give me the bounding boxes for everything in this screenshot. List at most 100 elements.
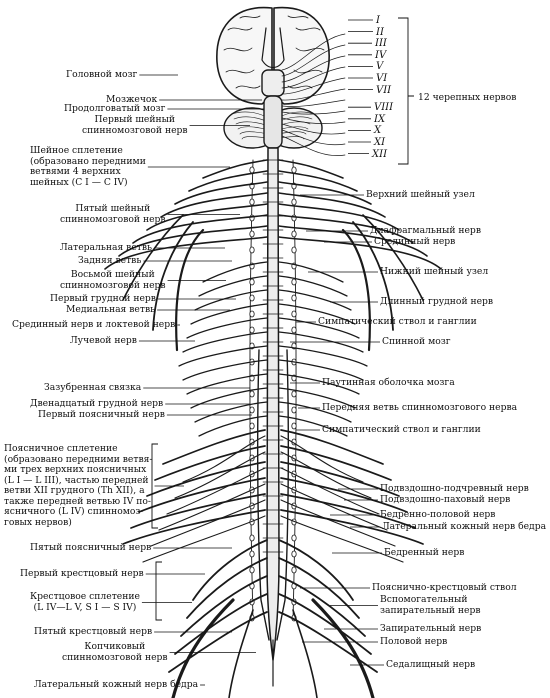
cranial-nerve-numeral: V [376, 61, 384, 73]
lumbar-branch-right [280, 451, 372, 499]
intercostal-nerve-left [186, 373, 268, 395]
cranial-nerve-numeral: III [375, 38, 387, 50]
sympathetic-ganglion [249, 198, 255, 206]
label-line: Восьмой шейный [70, 269, 155, 280]
cranial-bracket [398, 17, 414, 165]
lumbar-nerve-right [280, 477, 408, 513]
lumbar-nerve-left [154, 445, 266, 481]
lumbar-nerve-left [162, 429, 266, 465]
lumbar-branch-left [174, 451, 266, 499]
cervical-nerve-right [278, 203, 400, 231]
lumbar-branch-left [166, 467, 266, 515]
intercostal-nerve-right [278, 345, 368, 367]
sympathetic-ganglion [291, 166, 297, 174]
cranial-nerve-numeral: IV [375, 49, 387, 61]
label-denticulate: Зазубренная связка [44, 382, 142, 393]
sympathetic-ganglion [291, 390, 297, 398]
arm-nerve-right [362, 214, 424, 301]
femoral-branch-left [228, 609, 254, 698]
lumbar-branch-left [150, 499, 266, 547]
label-line: также передней ветвью IV по- [4, 495, 151, 507]
label-inferior-cervical-ganglion: Нижний шейный узел [380, 266, 489, 277]
lumbar-nerve-right [280, 461, 400, 497]
brain-gyrus [223, 47, 253, 52]
brain-gyrus [235, 85, 261, 89]
cervical-nerve-left [188, 170, 268, 192]
label-iliohypogastric: Подвздошно-подчревный нерв [380, 483, 529, 494]
label-line: (образовано передними [30, 155, 146, 167]
intercostal-nerve-right [278, 261, 344, 283]
label-median: Срединный нерв [374, 236, 456, 247]
sacral-bracket [155, 561, 162, 621]
label-sacral-plexus: Крестцовое сплетение(L IV—L V, S I — S I… [30, 591, 140, 613]
sacral-nerve-left [192, 539, 268, 601]
label-lateral-cutaneous-femoral-right: Латеральный кожный нерв бедра [382, 521, 547, 532]
sympathetic-ganglion [249, 278, 255, 286]
sympathetic-ganglion [291, 422, 297, 430]
label-line: Крестцовое сплетение [30, 591, 140, 602]
arm-nerve-left [122, 214, 184, 301]
label-genitofemoral: Бедренно-половой нерв [380, 509, 496, 520]
cranial-nerve-numeral: XII [372, 148, 388, 160]
label-twelve-cranial: 12 черепных нервов [418, 92, 517, 103]
cervical-nerve-right [278, 225, 428, 257]
sympathetic-ganglion [291, 246, 297, 254]
cranial-nerve-stub [281, 55, 346, 83]
label-line: спинномозговой нерв [60, 213, 166, 225]
cranial-nerve-numeral: X [374, 125, 382, 137]
intercostal-nerve-left [198, 415, 268, 437]
cervical-nerve-right [278, 170, 358, 192]
label-sympathetic-trunk-1: Симпатический ствол и ганглии [318, 316, 477, 327]
label-spinal-cord: Спинной мозг [382, 336, 451, 347]
label-lumbosacral-trunk: Пояснично-крестцовый ствол [372, 582, 517, 593]
cranial-nerve-stub [281, 123, 346, 135]
sympathetic-ganglion [249, 566, 255, 574]
sympathetic-ganglion [249, 422, 255, 430]
lumbar-nerve-right [280, 429, 384, 465]
label-long-thoracic: Длинный грудной нерв [380, 296, 494, 307]
cranial-nerve-stub [281, 135, 346, 156]
intercostal-nerve-right [278, 275, 348, 297]
lumbar-branch-right [280, 483, 388, 531]
brain-gyrus [293, 69, 323, 74]
intercostal-nerve-left [178, 345, 268, 367]
label-lateral-cutaneous-femoral-left: Латеральный кожный нерв бедра [34, 679, 199, 690]
femoral-branch-right [292, 609, 318, 698]
intercostal-nerve-right [278, 289, 352, 311]
cervical-nerve-left [118, 225, 268, 257]
intercostal-nerve-right [278, 359, 364, 381]
spinal-cord [266, 147, 280, 661]
cranial-nerve-stub [281, 110, 346, 115]
label-fifth-sacral: Пятый крестцовый нерв [34, 626, 153, 637]
sympathetic-ganglion [291, 278, 297, 286]
lumbar-branch-right [280, 499, 396, 547]
lumbar-branch-left [142, 515, 266, 563]
label-sympathetic-trunk-2: Симпатический ствол и ганглии [322, 424, 481, 435]
cranial-nerve-stub [281, 66, 346, 89]
label-superior-cervical-ganglion: Верхний шейный узел [366, 189, 475, 200]
intercostal-nerve-left [202, 261, 268, 283]
sympathetic-ganglion [249, 390, 255, 398]
label-medulla: Продолговатый мозг [64, 103, 166, 114]
intercostal-nerve-right [278, 401, 352, 423]
label-pudendal: Половой нерв [380, 636, 448, 647]
brain-left-hemisphere [216, 6, 273, 105]
label-line: спинномозговой нерв [60, 279, 166, 291]
sympathetic-ganglion [249, 246, 255, 254]
label-line: шейных (C I — C IV) [30, 176, 128, 188]
cervical-nerve-left [202, 159, 268, 179]
label-lateral-branch: Латеральная ветвь [60, 242, 153, 253]
cervical-nerve-right [278, 214, 414, 244]
medulla-oblongata [263, 95, 283, 149]
label-arachnoid: Паутинная оболочка мозга [322, 377, 455, 388]
brain-gyrus [287, 85, 313, 89]
label-fifth-lumbar: Пятый поясничный нерв [30, 542, 152, 553]
label-posterior-branch: Задняя ветвь [78, 255, 142, 266]
brain-gyrus [287, 15, 309, 19]
label-brain: Головной мозг [66, 69, 138, 80]
label-line: спинномозговой нерв [82, 124, 188, 136]
